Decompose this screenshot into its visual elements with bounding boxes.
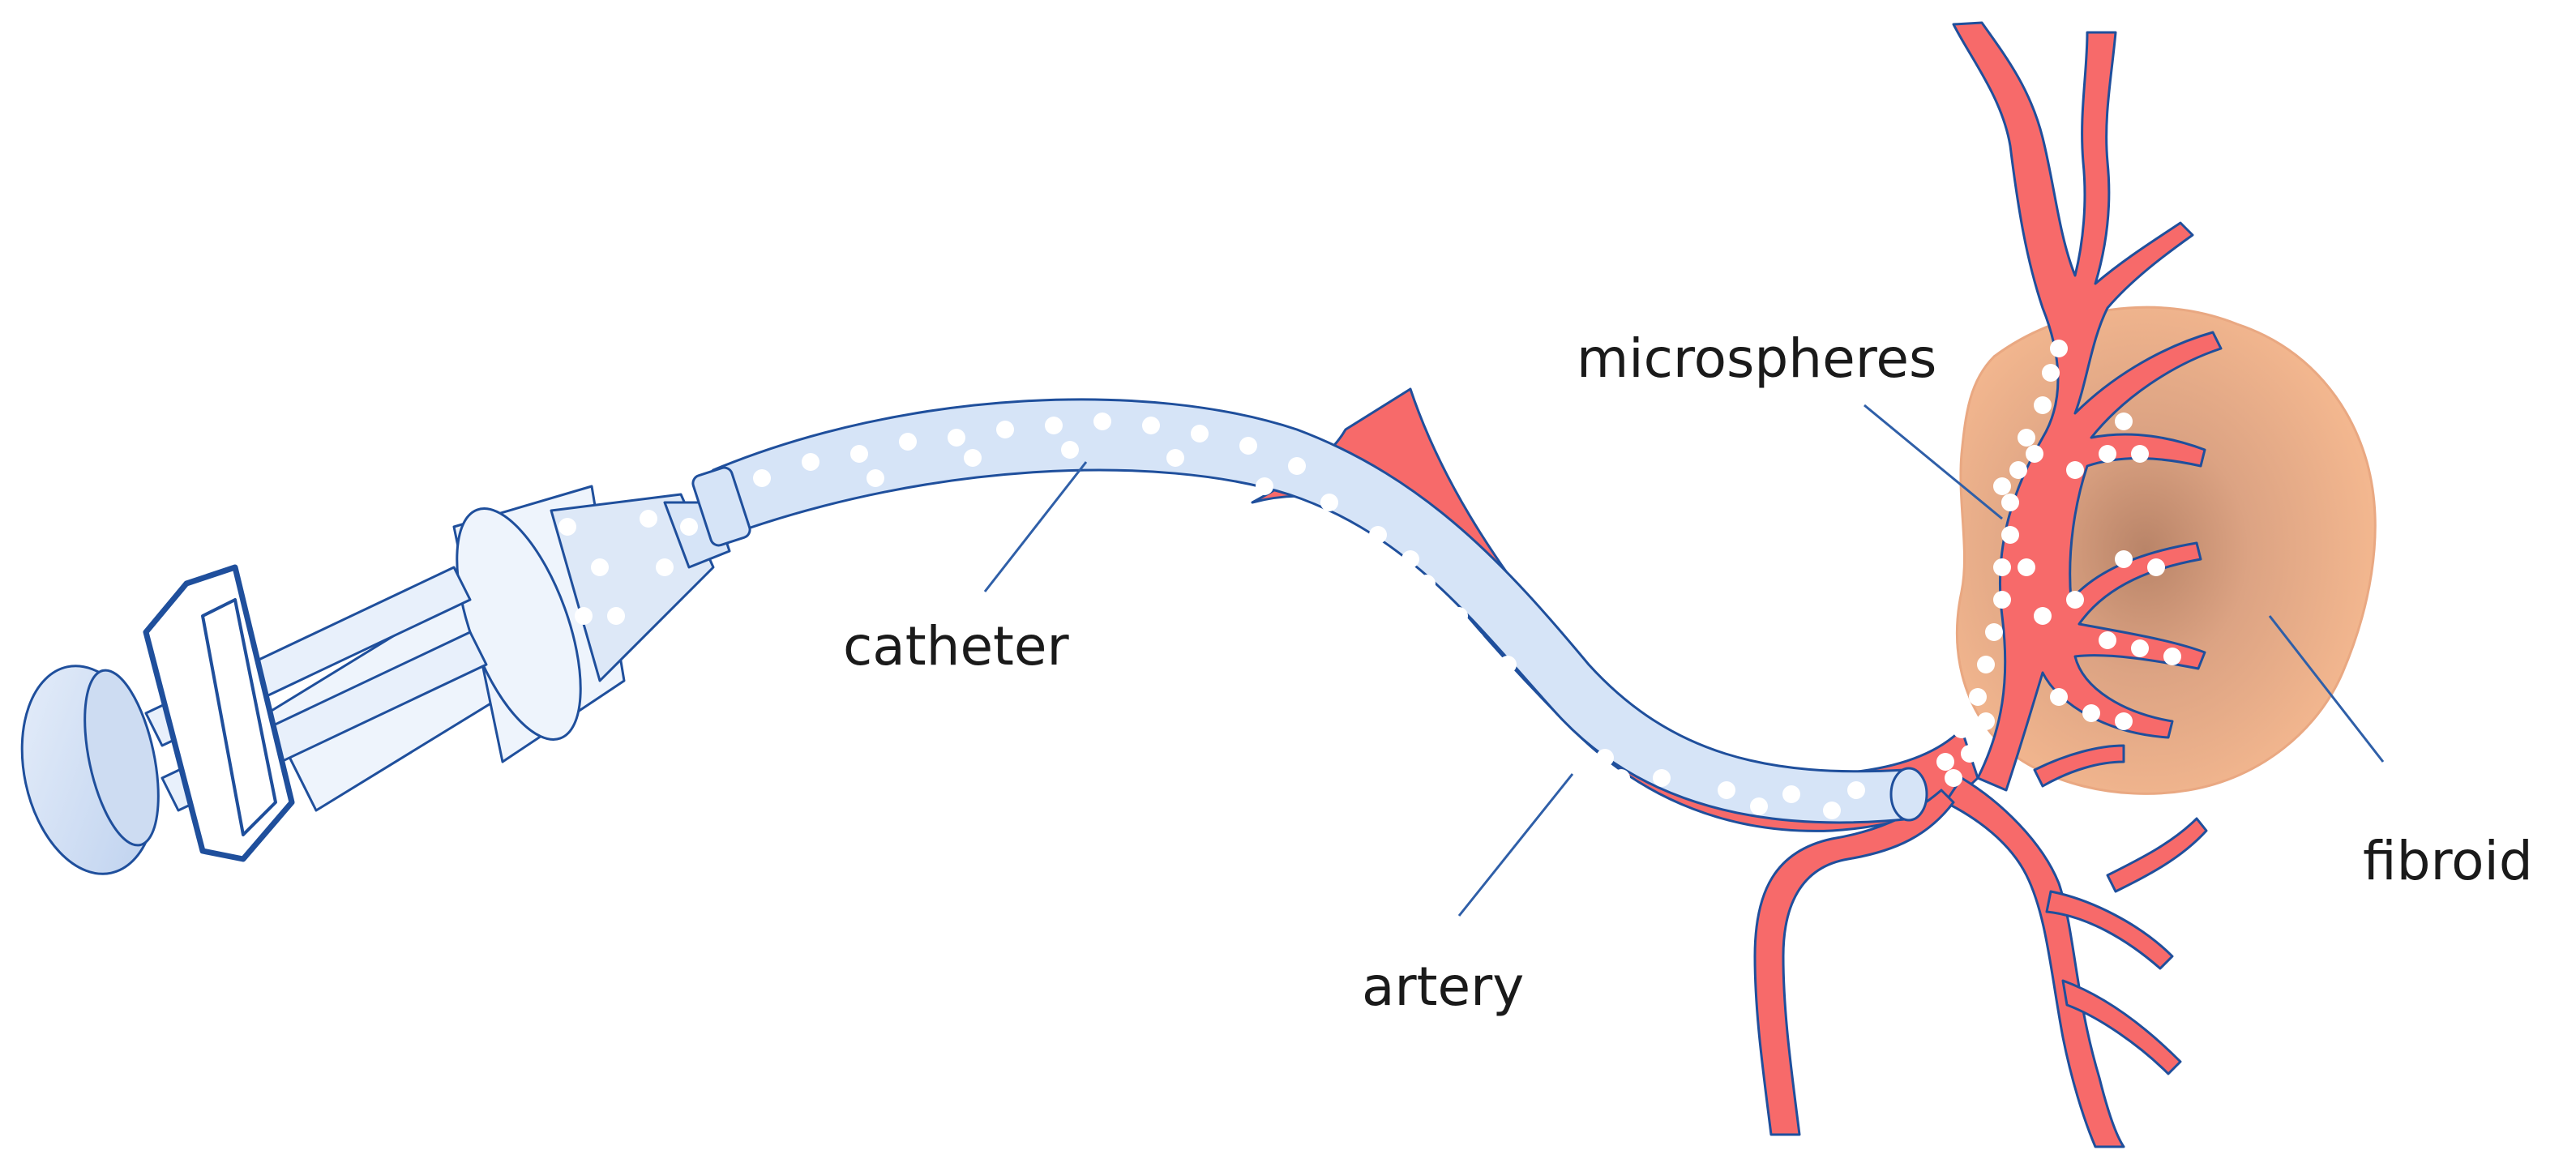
microsphere [1401, 550, 1419, 568]
microsphere [1961, 745, 1979, 763]
microsphere [1418, 575, 1436, 592]
microsphere [2018, 558, 2035, 576]
microsphere [1985, 623, 2003, 641]
microsphere [1782, 785, 1800, 803]
fibroid-label: fibroid [2363, 830, 2533, 892]
microsphere [2163, 648, 2181, 665]
microsphere [640, 510, 657, 528]
microsphere [2018, 429, 2035, 447]
microsphere [2001, 494, 2019, 511]
catheter-leader-line [983, 461, 1088, 592]
microsphere [1191, 425, 1209, 442]
microsphere [2050, 688, 2068, 706]
microsphere [1936, 753, 1954, 771]
microsphere [2042, 364, 2060, 382]
artery-label: artery [1362, 955, 1524, 1018]
microsphere [1061, 441, 1079, 459]
microsphere [1653, 769, 1671, 787]
microsphere [1369, 526, 1387, 544]
microsphere [1969, 688, 1987, 706]
microsphere [2026, 445, 2043, 463]
microsphere [2115, 413, 2133, 430]
microsphere [1993, 477, 2011, 495]
microsphere [2115, 712, 2133, 730]
microsphere [1256, 477, 1273, 495]
microsphere [1993, 591, 2011, 609]
artery-leader-line [1457, 773, 1574, 917]
microsphere [2147, 558, 2165, 576]
fibroid-leader-line [2268, 615, 2385, 763]
microsphere [1718, 781, 1735, 799]
microsphere [1142, 417, 1160, 434]
microsphere [2131, 445, 2149, 463]
microsphere [948, 429, 965, 447]
microsphere [1466, 631, 1484, 649]
microsphere [1953, 720, 1971, 738]
microsphere [2001, 526, 2019, 544]
microsphere [2050, 340, 2068, 357]
microsphere [2082, 704, 2100, 722]
microsphere [1612, 769, 1630, 787]
microsphere [1993, 558, 2011, 576]
syringe [20, 485, 731, 875]
microsphere [1977, 656, 1995, 673]
microsphere [1547, 720, 1565, 738]
microsphere [607, 607, 625, 625]
microsphere [850, 445, 868, 463]
microsphere [1450, 607, 1468, 625]
microsphere [1823, 802, 1841, 819]
microsphere [2066, 591, 2084, 609]
microsphere [2066, 461, 2084, 479]
microsphere [1750, 797, 1768, 815]
microsphere [1596, 749, 1614, 767]
microspheres-label: microspheres [1577, 327, 1936, 390]
microsphere [1045, 417, 1063, 434]
microsphere [1320, 494, 1338, 511]
microsphere [2099, 445, 2116, 463]
microsphere [1945, 769, 1962, 787]
microsphere [591, 558, 609, 576]
microsphere [867, 469, 884, 487]
microsphere [2099, 631, 2116, 649]
microspheres [558, 340, 2181, 819]
microsphere [1288, 457, 1306, 475]
catheter-tube [691, 398, 1928, 824]
microsphere [1977, 712, 1995, 730]
microsphere [753, 469, 771, 487]
microsphere [1166, 449, 1184, 467]
microspheres-leader-line [1864, 404, 2003, 520]
catheter-label: catheter [843, 615, 1070, 678]
microsphere [2034, 607, 2052, 625]
microsphere [996, 421, 1014, 438]
artery-branches [1251, 21, 2223, 1148]
microsphere [964, 449, 982, 467]
microsphere [2009, 461, 2027, 479]
microsphere [2034, 396, 2052, 414]
microsphere [2131, 639, 2149, 657]
microsphere [899, 433, 917, 451]
microsphere [1847, 781, 1865, 799]
microsphere [1093, 413, 1111, 430]
microsphere [1499, 656, 1517, 673]
microsphere [1239, 437, 1257, 455]
microsphere [1507, 680, 1525, 698]
microsphere [656, 558, 674, 576]
microsphere [2115, 550, 2133, 568]
microsphere [575, 607, 593, 625]
microsphere [802, 453, 819, 471]
microsphere [558, 518, 576, 536]
microsphere [680, 518, 698, 536]
